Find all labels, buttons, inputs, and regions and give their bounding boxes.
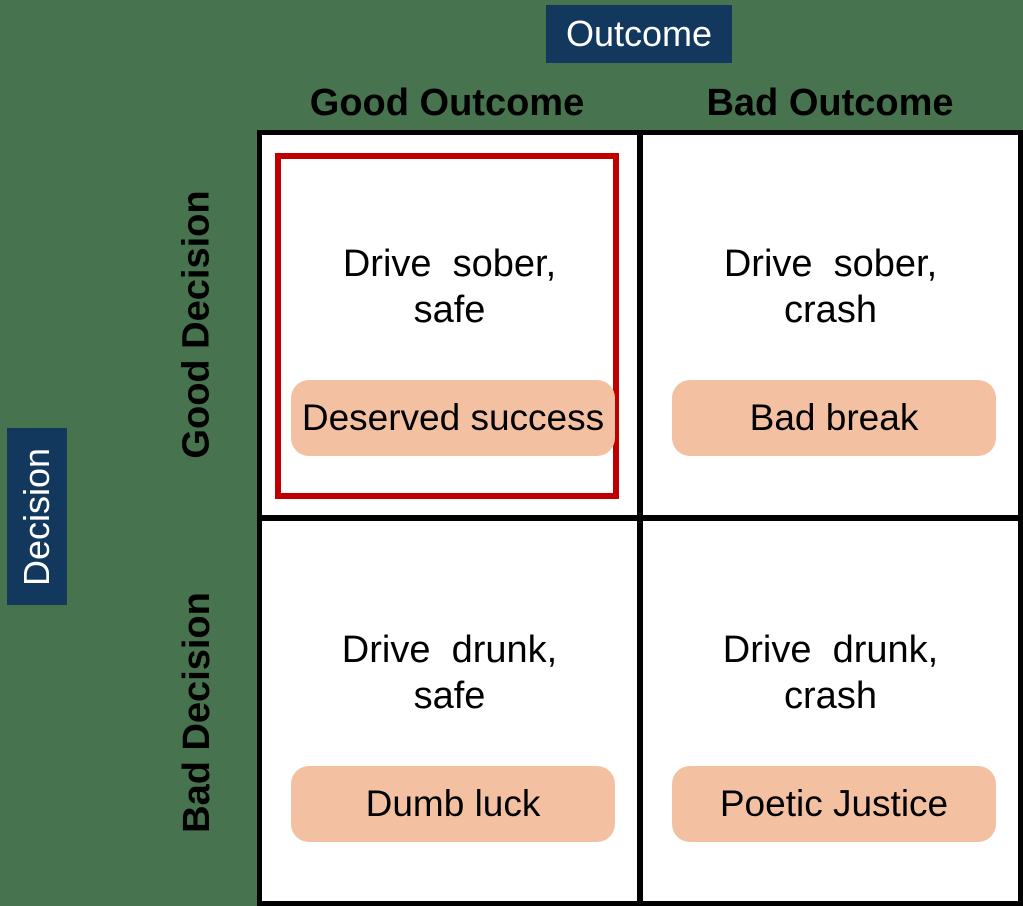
badge-label: Deserved success: [301, 397, 605, 438]
badge-label: Bad break: [749, 397, 919, 438]
cell-bad-decision-good-outcome: Drive drunk, safe Dumb luck: [262, 521, 637, 901]
badge-label: Poetic Justice: [719, 783, 949, 824]
cell-outcome-badge: Deserved success: [291, 380, 615, 456]
badge-label: Dumb luck: [365, 783, 541, 824]
cell-scenario-text: Drive drunk, crash: [722, 629, 939, 718]
row-header-bad-decision-text: Bad Decision: [176, 591, 219, 833]
row-header-good-decision: Good Decision: [150, 130, 245, 518]
cell-good-decision-bad-outcome: Drive sober, crash Bad break: [643, 135, 1018, 515]
cell-scenario-text: Drive sober, safe: [342, 243, 557, 332]
cell-scenario-text: Drive drunk, safe: [341, 629, 558, 718]
decision-axis-label: Decision: [7, 428, 67, 605]
cell-scenario-text: Drive sober, crash: [723, 243, 938, 332]
row-header-good-decision-text: Good Decision: [176, 189, 219, 459]
cell-bad-decision-bad-outcome: Drive drunk, crash Poetic Justice: [643, 521, 1018, 901]
column-header-bad-outcome: Bad Outcome: [706, 82, 954, 124]
cell-outcome-badge: Bad break: [672, 380, 996, 456]
outcome-axis-label: Outcome: [546, 5, 732, 63]
decision-axis-label-text: Decision: [16, 447, 57, 586]
cell-outcome-badge: Dumb luck: [291, 766, 615, 842]
row-header-bad-decision: Bad Decision: [150, 518, 245, 906]
column-header-good-outcome: Good Outcome: [309, 82, 585, 124]
cell-outcome-badge: Poetic Justice: [672, 766, 996, 842]
matrix-grid: Drive sober, safe Deserved success Drive…: [257, 130, 1023, 906]
cell-good-decision-good-outcome: Drive sober, safe Deserved success: [262, 135, 637, 515]
